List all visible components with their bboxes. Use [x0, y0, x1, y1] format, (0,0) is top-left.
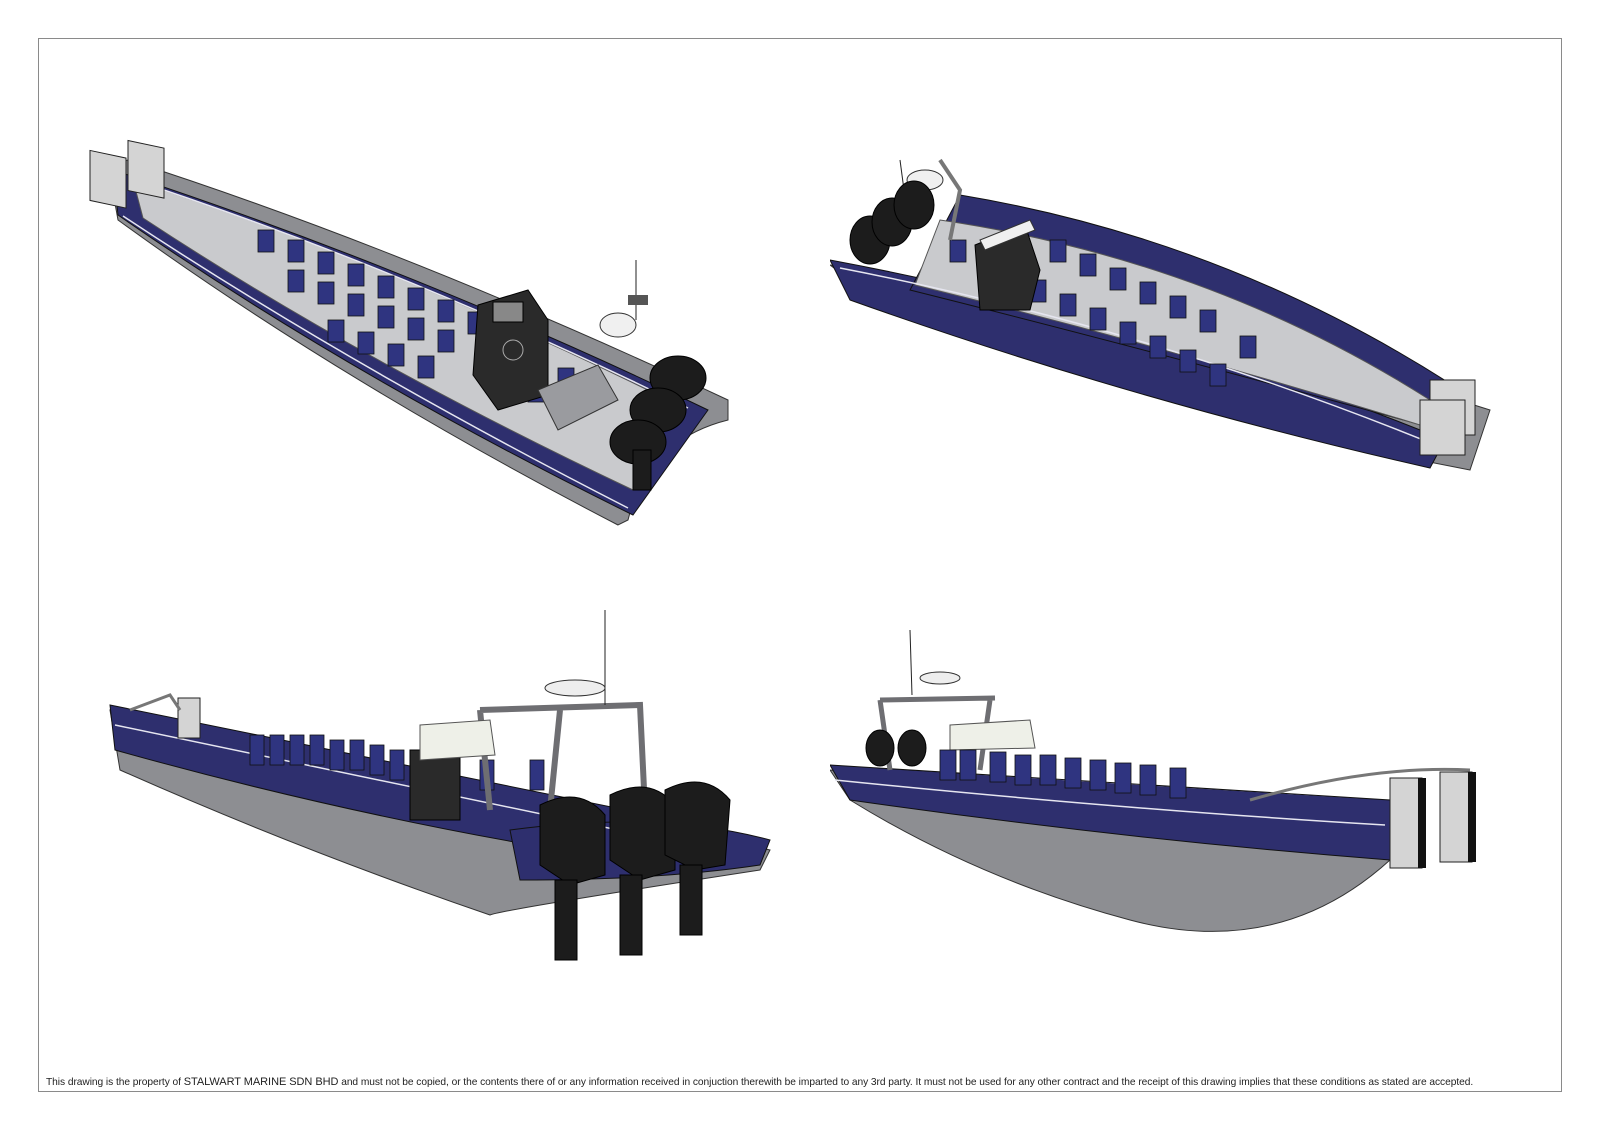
boat-view-low-stern [100, 610, 800, 1000]
company-name: STALWART MARINE SDN BHD [183, 1076, 339, 1088]
helm-console [472, 289, 549, 411]
outboard-engines [539, 781, 731, 961]
drawing-border [38, 38, 1562, 1092]
disclaimer-prefix: This drawing is the property of [46, 1077, 184, 1088]
helm-and-tower [409, 610, 648, 821]
outboard-engines [609, 355, 707, 491]
bow-plates [129, 693, 201, 739]
boat-view-top-bow [830, 150, 1530, 500]
boat-view-low-bow [830, 630, 1510, 960]
seat-rows [949, 239, 1257, 387]
hull-outline [830, 764, 1391, 932]
helm-console [974, 219, 1041, 311]
outboard-engines [849, 180, 935, 265]
bow-plates [1419, 379, 1476, 456]
disclaimer-suffix: and must not be copied, or the contents … [338, 1077, 1474, 1088]
ownership-disclaimer: This drawing is the property of STALWART… [46, 1076, 1558, 1088]
radar-mast [599, 260, 648, 338]
seat-rows [939, 749, 1187, 799]
bow-plates [1249, 767, 1476, 869]
hull-outline [830, 194, 1491, 471]
outboard-engines [865, 729, 927, 767]
boat-view-top-stern [88, 120, 768, 540]
bow-plates [89, 139, 165, 209]
rear-console [537, 364, 619, 431]
